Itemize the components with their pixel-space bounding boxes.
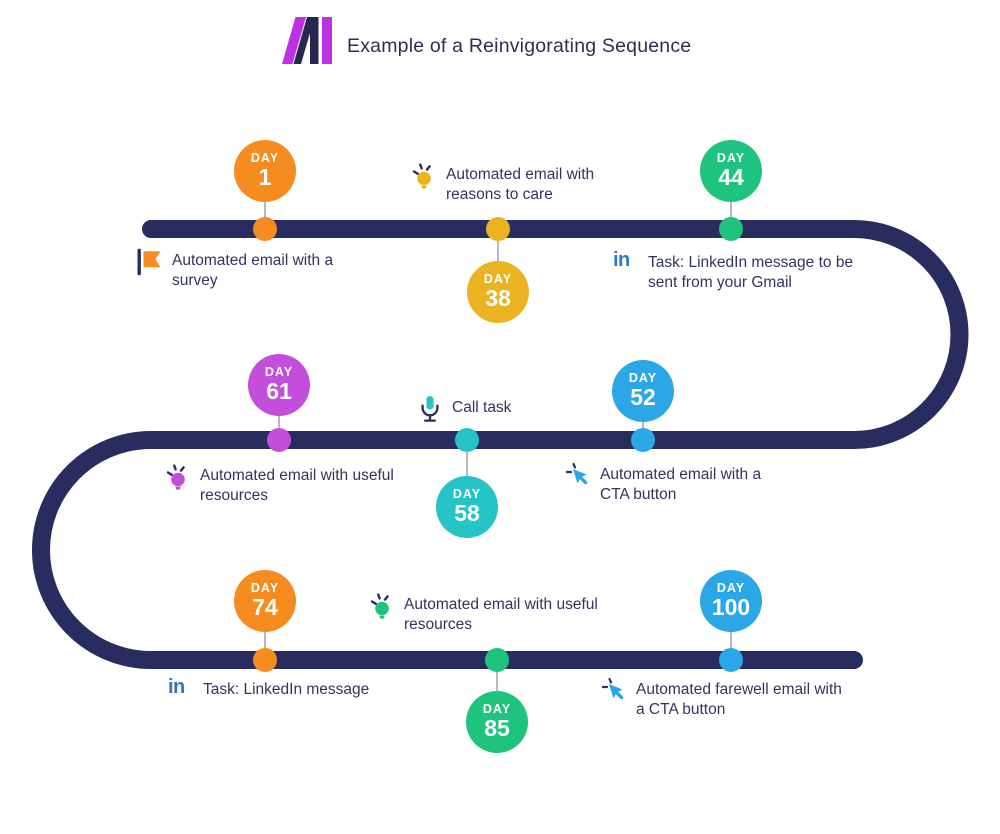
day-badge-38: DAY 38 (467, 261, 529, 323)
day-word: DAY (482, 702, 512, 716)
step-text: Automated email with a survey (172, 252, 334, 289)
connector-line (497, 229, 499, 292)
day-number: 38 (485, 285, 511, 311)
brand-logo (282, 17, 332, 64)
day-number: 44 (718, 164, 744, 190)
bulb-ray (173, 464, 177, 471)
day-badge-58: DAY 58 (436, 476, 498, 538)
bulb-ray (419, 163, 423, 170)
day-word: DAY (452, 487, 482, 501)
day-number: 74 (252, 594, 278, 620)
logo-right-bar (322, 17, 332, 64)
flag-icon (137, 248, 161, 276)
step-text: Automated farewell email with a CTA butt… (636, 681, 842, 718)
linkedin-icon: in (613, 249, 630, 271)
step-label-day-74: in Task: LinkedIn message (168, 676, 370, 700)
day-number: 61 (266, 378, 292, 404)
day-number: 58 (454, 500, 480, 526)
lightbulb-icon (370, 593, 389, 619)
lightbulb-icon (412, 163, 431, 189)
bulb-glass (417, 171, 431, 186)
timeline-dot-day-44 (719, 217, 743, 241)
bulb-glass (171, 472, 185, 487)
flag-banner (143, 251, 161, 268)
step-label-day-52: Automated email with a CTA button (565, 462, 770, 505)
day-number: 85 (484, 715, 510, 741)
day-word: DAY (250, 151, 280, 165)
step-label-day-58: Call task (417, 396, 512, 428)
bulb-ray (166, 471, 174, 477)
bulb-ray (425, 165, 431, 171)
day-number: 100 (711, 594, 751, 620)
step-text: Task: LinkedIn message (203, 681, 370, 698)
linkedin-icon: in (168, 676, 185, 698)
timeline-dot-day-38 (486, 217, 510, 241)
day-number: 52 (630, 384, 656, 410)
timeline-dot-day-85 (485, 648, 509, 672)
bulb-glass (375, 601, 389, 616)
day-word: DAY (264, 365, 294, 379)
step-text: Automated email with reasons to care (446, 166, 595, 203)
cursor-click-icon (601, 677, 624, 700)
bulb-base (175, 486, 181, 490)
logo-left-bar (282, 17, 306, 64)
step-text: Automated email with useful resources (200, 467, 394, 504)
bulb-ray (377, 593, 381, 600)
step-label-day-44: in Task: LinkedIn message to be sent fro… (613, 249, 858, 293)
bulb-ray (179, 466, 185, 472)
mic-capsule (426, 396, 434, 410)
day-word: DAY (716, 581, 746, 595)
timeline-dot-day-74 (253, 648, 277, 672)
flag-pole (137, 248, 141, 276)
day-badge-52: DAY 52 (612, 360, 674, 422)
step-label-day-1: Automated email with a survey (137, 248, 347, 291)
step-label-day-38: Automated email with reasons to care (411, 163, 606, 205)
lightbulb-icon (166, 464, 185, 490)
day-badge-44: DAY 44 (700, 140, 762, 202)
bulb-ray (383, 595, 389, 601)
timeline-dot-day-58 (455, 428, 479, 452)
day-word: DAY (250, 581, 280, 595)
timeline-dot-day-100 (719, 648, 743, 672)
bulb-ray (412, 170, 420, 176)
day-badge-100: DAY 100 (700, 570, 762, 632)
bulb-ray (370, 600, 378, 606)
logo-middle-bar (293, 17, 319, 64)
timeline-path (32, 220, 969, 669)
bulb-base (421, 185, 427, 189)
connector-line (466, 440, 468, 507)
timeline-dot-day-1 (253, 217, 277, 241)
cursor-click-icon (565, 462, 588, 485)
step-text: Automated email with useful resources (404, 596, 598, 633)
step-text: Call task (452, 399, 512, 416)
day-badge-85: DAY 85 (466, 691, 528, 753)
click-dash (572, 462, 577, 469)
step-text: Automated email with a CTA button (600, 466, 762, 503)
day-badge-61: DAY 61 (248, 354, 310, 416)
day-word: DAY (716, 151, 746, 165)
timeline-dot-day-61 (267, 428, 291, 452)
timeline-dot-day-52 (631, 428, 655, 452)
page-title: Example of a Reinvigorating Sequence (347, 35, 692, 57)
step-label-day-85: Automated email with useful resources (369, 593, 609, 635)
day-badge-74: DAY 74 (234, 570, 296, 632)
day-badge-1: DAY 1 (234, 140, 296, 202)
step-label-day-61: Automated email with useful resources (165, 464, 405, 506)
step-text: Task: LinkedIn message to be sent from y… (648, 254, 854, 291)
day-number: 1 (258, 164, 272, 190)
cursor-tail (614, 690, 624, 700)
bulb-base (379, 615, 385, 619)
day-word: DAY (628, 371, 658, 385)
microphone-icon (421, 396, 439, 422)
click-dash (608, 677, 613, 684)
step-label-day-100: Automated farewell email with a CTA butt… (601, 677, 851, 720)
cursor-tail (578, 475, 588, 485)
day-word: DAY (483, 272, 513, 286)
